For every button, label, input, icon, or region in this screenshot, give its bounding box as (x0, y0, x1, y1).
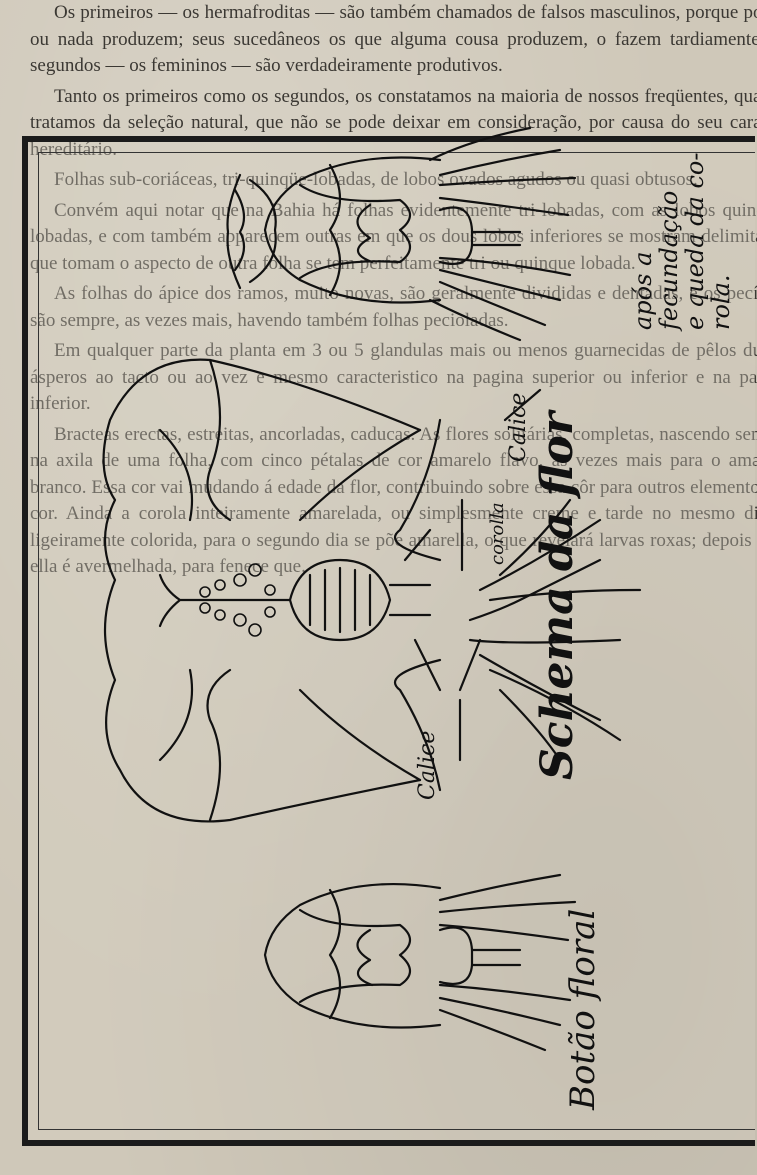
flower-bud-drawing (265, 875, 575, 1050)
after-line: fecundação (656, 153, 682, 330)
bud-label: Botão floral (563, 909, 603, 1110)
calice-right-label: Calice (506, 393, 531, 462)
after-line: após a (630, 153, 656, 330)
fruit-after-fecundation-drawing (228, 128, 576, 340)
after-line: rola. (708, 153, 734, 330)
after-line: e queda da co- (682, 153, 708, 330)
calice-left-label: Calice (415, 731, 440, 800)
after-fecundation-label: após a fecundação e queda da co- rola. (630, 153, 734, 330)
corolla-label: corolla (487, 502, 508, 565)
diagram-title: Schema da flor (532, 412, 583, 780)
